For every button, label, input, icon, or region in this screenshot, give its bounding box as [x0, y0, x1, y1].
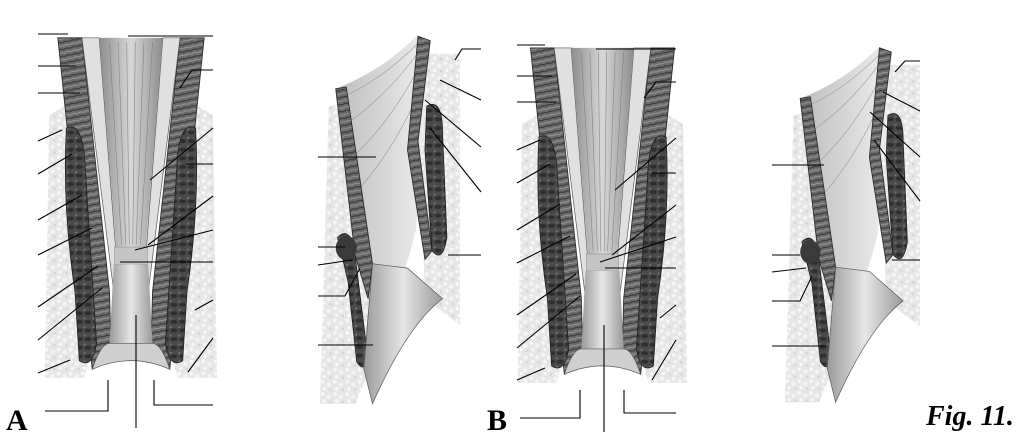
- panel-label-b: B: [487, 406, 507, 436]
- panel-a-sagittal-section: [320, 36, 460, 404]
- figure-caption: Fig. 11.: [926, 403, 1014, 431]
- panel-a-coronal-section: [45, 38, 217, 378]
- panel-label-a: A: [6, 406, 28, 436]
